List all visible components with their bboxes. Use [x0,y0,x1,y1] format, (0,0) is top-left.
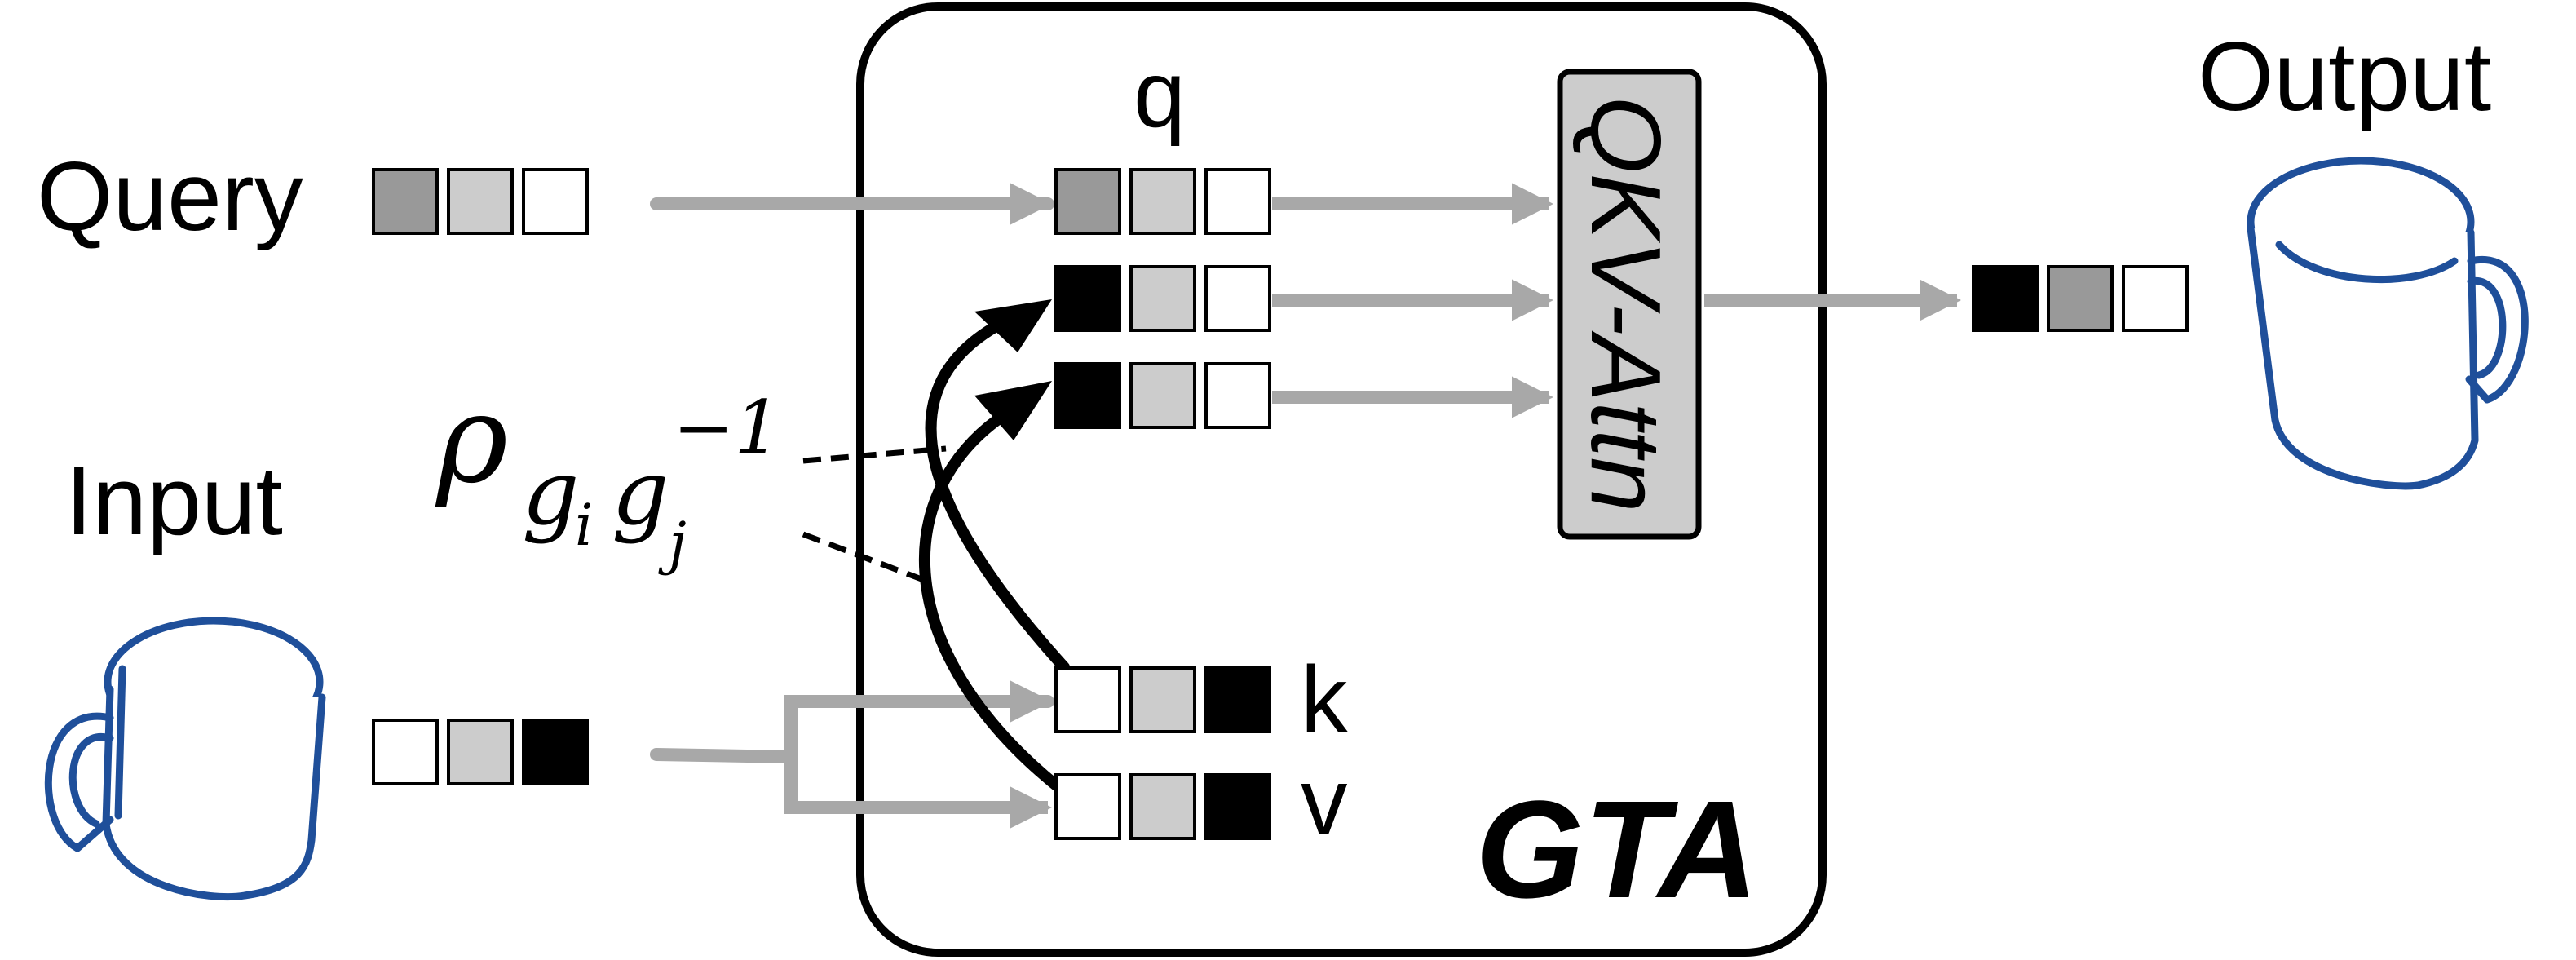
transform-arrow-v [918,402,1094,816]
q-label: q [1133,42,1186,147]
q-token [1054,168,1271,235]
token-cell-mid [1054,168,1121,235]
rho-leader-1 [802,445,947,464]
k-token [1054,666,1271,733]
rho-leader-2 [802,531,923,582]
rho-sub-g2: g [612,440,669,545]
gta-block [856,2,1827,957]
token-cell-white [1204,168,1271,235]
transform-arrow-k [925,319,1070,673]
qkv-attn-label: QKV-Attn [1571,96,1681,513]
token-cell-light [1129,362,1196,429]
output-mug-icon [2247,157,2529,490]
token-cell-light [447,719,514,785]
v-label: v [1301,750,1348,854]
token-cell-white [522,168,589,235]
gta-label: GTA [1476,772,1758,927]
token-cell-dark [1054,362,1121,429]
query-token [372,168,589,235]
token-cell-white [2122,265,2189,332]
qkv-attn-block: QKV-Attn [1557,69,1702,540]
token-cell-light [1129,666,1196,733]
input-token [372,719,589,785]
rho-sub-g1: g [522,440,579,545]
token-cell-light [1129,265,1196,332]
rho-symbol: ρ [435,369,508,511]
query-label: Query [37,142,303,251]
token-cell-light [1129,168,1196,235]
token-cell-white [1054,773,1121,840]
rho-sup: −1 [673,385,781,471]
token-cell-dark [1204,666,1271,733]
token-cell-white [372,719,439,785]
token-cell-dark [522,719,589,785]
transformed-v-token [1054,362,1271,429]
token-cell-white [1204,362,1271,429]
token-cell-dark [1204,773,1271,840]
token-cell-dark [1972,265,2039,332]
transformed-k-token [1054,265,1271,332]
token-cell-mid [372,168,439,235]
input-to-v-connector [784,757,1053,829]
rho-label: ρ g i g j −1 [435,369,781,577]
k-label: k [1301,648,1348,752]
output-token [1972,265,2189,332]
transform-arrowhead-k [974,299,1052,352]
input-label: Input [65,446,283,555]
transform-arrowhead-v [974,381,1052,440]
input-to-kv-connector [650,680,1054,764]
token-cell-white [1204,265,1271,332]
input-mug-icon [44,617,326,901]
token-cell-mid [2047,265,2114,332]
rho-sub-i: i [575,492,593,559]
token-cell-white [1054,666,1121,733]
output-label: Output [2198,22,2491,131]
v-token [1054,773,1271,840]
token-cell-dark [1054,265,1121,332]
token-cell-light [447,168,514,235]
token-cell-light [1129,773,1196,840]
